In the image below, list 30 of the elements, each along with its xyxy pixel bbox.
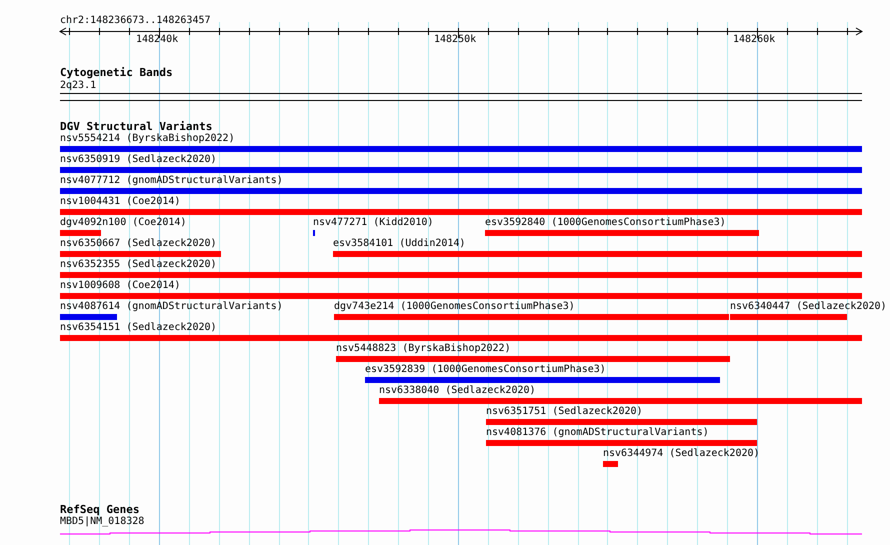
- feature-label: nsv6344974 (Sedlazeck2020): [603, 448, 760, 460]
- feature-label: esv3592839 (1000GenomesConsortiumPhase3): [365, 364, 606, 376]
- position-label: chr2:148236673..148263457: [60, 15, 211, 27]
- feature-label: nsv1009608 (Coe2014): [60, 280, 180, 292]
- band-label: 2q23.1: [60, 80, 96, 92]
- track-title: Cytogenetic Bands: [60, 67, 173, 79]
- feature-label: esv3584101 (Uddin2014): [333, 238, 466, 250]
- track-title: RefSeq Genes: [60, 504, 140, 516]
- feature-label: nsv4087614 (gnomADStructuralVariants): [60, 301, 283, 313]
- feature-label: esv3592840 (1000GenomesConsortiumPhase3): [485, 217, 726, 229]
- feature-label: nsv6351751 (Sedlazeck2020): [486, 406, 643, 418]
- feature-label: nsv6350919 (Sedlazeck2020): [60, 154, 217, 166]
- feature-label: nsv5554214 (ByrskaBishop2022): [60, 133, 235, 145]
- tick-label: 148260k: [733, 34, 776, 46]
- feature-label: nsv477271 (Kidd2010): [313, 217, 434, 229]
- gene-label: MBD5|NM_018328: [60, 516, 144, 528]
- feature-label: nsv6354151 (Sedlazeck2020): [60, 322, 217, 334]
- feature-label: nsv5448823 (ByrskaBishop2022): [336, 343, 511, 355]
- feature-label: nsv6340447 (Sedlazeck2020): [730, 301, 887, 313]
- feature-label: nsv4081376 (gnomADStructuralVariants): [486, 427, 709, 439]
- track-title: DGV Structural Variants: [60, 121, 212, 133]
- feature-label: nsv4077712 (gnomADStructuralVariants): [60, 175, 283, 187]
- tick-label: 148240k: [136, 34, 178, 46]
- feature-label: dgv4092n100 (Coe2014): [60, 217, 186, 229]
- feature-label: nsv6338040 (Sedlazeck2020): [379, 385, 536, 397]
- feature-label: nsv6350667 (Sedlazeck2020): [60, 238, 217, 250]
- feature-label: dgv743e214 (1000GenomesConsortiumPhase3): [334, 301, 575, 313]
- feature-label: nsv1004431 (Coe2014): [60, 196, 180, 208]
- feature-label: nsv6352355 (Sedlazeck2020): [60, 259, 217, 271]
- tick-label: 148250k: [434, 34, 476, 46]
